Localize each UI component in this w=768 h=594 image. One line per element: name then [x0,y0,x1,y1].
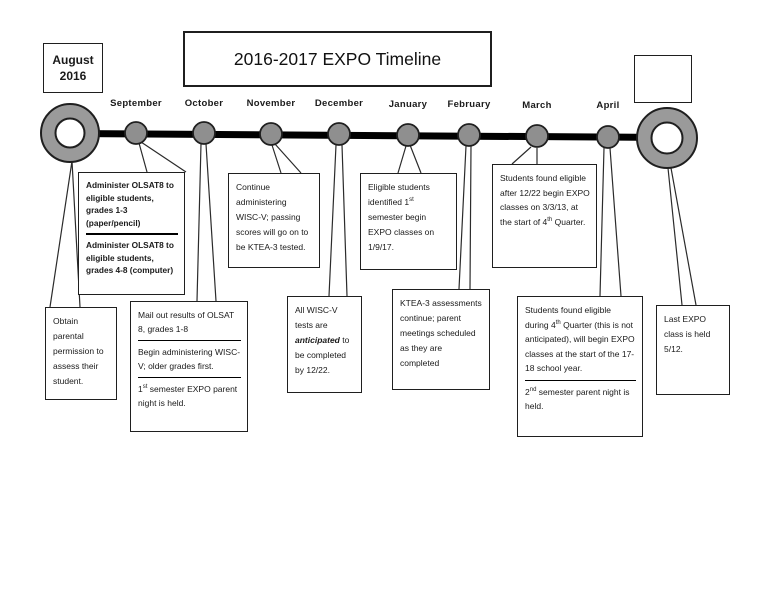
timeline-node-april [596,125,620,149]
connector-september [138,141,187,173]
callout-section: Students found eligible during 4th Quart… [525,305,635,373]
month-label-february: February [447,99,491,110]
month-label-november: November [246,98,296,109]
callout-april-eligible-q4: Students found eligible during 4th Quart… [517,296,643,437]
callout-section: 1st semester EXPO parent night is held. [138,384,238,408]
callout-text: Continue administering WISC-V; passing s… [236,182,309,252]
connector-january [397,144,422,174]
month-label-march: March [522,100,552,111]
callout-march-eligible-after-1222: Students found eligible after 12/22 begi… [492,164,597,268]
connector-march [511,146,538,165]
start-month-line1: August [52,52,94,67]
timeline-node-november [259,122,283,146]
callout-december-wiscv-complete: All WISC-V tests are anticipated to be c… [287,296,362,393]
callout-text: All WISC-V tests are anticipated to be c… [295,305,350,375]
section-divider [138,340,241,341]
connector-may [667,167,697,306]
start-month-line2: 2016 [59,69,87,83]
end-empty-box [634,55,692,103]
callout-text: Eligible students identified 1st semeste… [368,182,435,252]
connector-august [49,160,81,308]
section-divider [86,233,178,235]
timeline-node-february [457,123,481,147]
callout-section: Administer OLSAT8 to eligible students, … [86,240,174,275]
connector-october [196,143,217,302]
callout-may-last-class: Last EXPO class is held 5/12. [656,305,730,395]
callout-section: 2nd semester parent night is held. [525,386,630,412]
callout-text: Students found eligible after 12/22 begi… [500,173,590,227]
callout-february-ktea: KTEA-3 assessments continue; parent meet… [392,289,490,390]
callout-november-continue-wiscv: Continue administering WISC-V; passing s… [228,173,320,268]
section-divider [525,379,636,381]
callout-section: Mail out results of OLSAT 8, grades 1-8 [138,310,235,334]
timeline-bar [69,130,668,141]
start-month-box: August 2016 [43,43,103,93]
timeline-node-september [124,121,148,145]
month-label-october: October [184,98,224,109]
month-label-april: April [596,100,620,111]
end-donut [636,107,698,169]
callout-january-expo-begins: Eligible students identified 1st semeste… [360,173,457,270]
month-label-december: December [314,98,364,109]
page-title: 2016-2017 EXPO Timeline [183,31,492,87]
emphasized-word: anticipated [295,335,340,345]
callout-august-obtain-permission: Obtain parental permission to assess the… [45,307,117,400]
connector-february [458,145,472,290]
connector-april [599,147,622,297]
callout-september-olsat: Administer OLSAT8 to eligible students, … [78,172,185,295]
month-label-september: September [110,98,162,109]
section-divider [138,377,241,378]
callout-section: Begin administering WISC-V; older grades… [138,347,241,371]
start-donut [40,103,100,163]
callout-text: KTEA-3 assessments continue; parent meet… [400,298,482,368]
connector-december [328,144,348,297]
callout-section: Administer OLSAT8 to eligible students, … [86,180,174,228]
month-label-january: January [388,99,428,110]
timeline-node-january [396,123,420,147]
callout-text: Last EXPO class is held 5/12. [664,314,711,354]
callout-october-results: Mail out results of OLSAT 8, grades 1-8 … [130,301,248,432]
timeline-node-october [192,121,216,145]
callout-text: Obtain parental permission to assess the… [53,316,104,386]
timeline-node-december [327,122,351,146]
connector-november [271,143,302,174]
timeline-node-march [525,124,549,148]
